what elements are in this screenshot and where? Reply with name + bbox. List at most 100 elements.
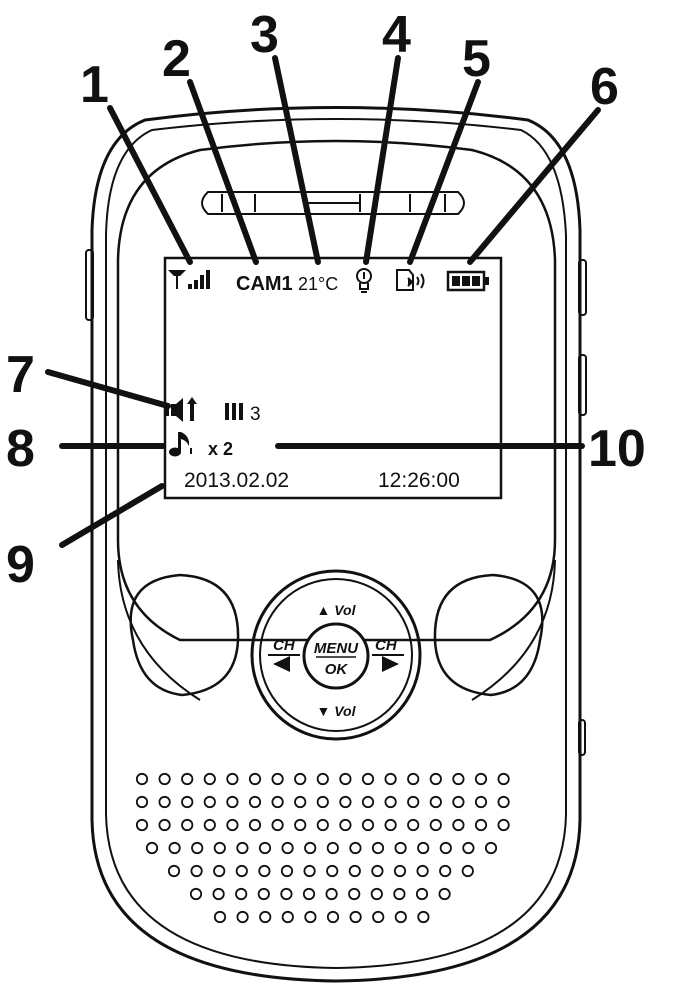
grille-hole — [303, 864, 316, 878]
camera-label: CAM1 — [236, 273, 293, 295]
grille-hole — [407, 772, 420, 786]
face-outline — [116, 139, 557, 642]
grille-hole — [393, 887, 406, 901]
grille-hole — [452, 818, 465, 832]
grille-hole — [497, 818, 510, 832]
nightlight-bulb-icon — [356, 268, 372, 293]
grille-hole — [370, 887, 383, 901]
grille-hole — [226, 818, 239, 832]
vol-up-button[interactable]: ▲ Vol — [316, 602, 356, 618]
grille-hole — [271, 795, 284, 809]
side-grille-left — [129, 573, 240, 697]
grille-hole — [203, 795, 216, 809]
svg-text:OK: OK — [325, 661, 349, 678]
grille-hole — [384, 772, 397, 786]
grille-hole — [497, 772, 510, 786]
grille-hole — [326, 841, 339, 855]
leader-4 — [363, 55, 401, 265]
navigation-pad — [250, 569, 422, 741]
grille-hole — [429, 772, 442, 786]
grille-hole — [135, 818, 149, 832]
grille-hole — [372, 910, 385, 924]
body-outer-outline — [90, 106, 582, 983]
grille-hole — [462, 841, 475, 855]
grille-hole — [407, 795, 420, 809]
grille-hole — [394, 841, 407, 855]
channel-right-button[interactable]: CH — [375, 637, 399, 672]
grille-hole — [281, 910, 294, 924]
battery-icon — [446, 270, 489, 292]
temperature-reading: 21°C — [298, 274, 338, 294]
grille-hole — [135, 795, 149, 809]
callout-number-4: 4 — [382, 6, 411, 64]
callout-number-5: 5 — [462, 30, 491, 88]
grille-hole — [189, 887, 203, 901]
time-readout: 12:26:00 — [378, 469, 460, 492]
svg-text:▲ Vol: ▲ Vol — [316, 602, 356, 618]
grille-hole — [280, 887, 293, 901]
grille-hole — [271, 818, 284, 832]
leader-3 — [272, 55, 321, 265]
grille-hole — [474, 772, 488, 786]
grille-hole — [452, 772, 465, 786]
grille-hole — [181, 795, 194, 809]
device-body — [85, 106, 587, 983]
channel-left-button[interactable]: CH — [273, 637, 296, 672]
grille-hole — [226, 795, 239, 809]
grille-hole — [325, 887, 338, 901]
grille-hole — [259, 910, 272, 924]
grille-hole — [429, 818, 442, 832]
date-readout: 2013.02.02 — [184, 469, 289, 492]
grille-hole — [394, 910, 407, 924]
grille-hole — [203, 772, 216, 786]
grille-hole — [316, 772, 329, 786]
grille-hole — [326, 864, 339, 878]
grille-hole — [294, 818, 307, 832]
grille-hole — [452, 795, 465, 809]
arrow-left-icon — [273, 656, 290, 672]
svg-text:MENU: MENU — [314, 640, 359, 657]
leader-2 — [187, 79, 259, 265]
grille-hole — [371, 864, 384, 878]
grille-hole — [384, 795, 397, 809]
grille-hole — [213, 841, 226, 855]
grille-hole — [226, 772, 239, 786]
grille-hole — [294, 772, 307, 786]
callout-number-1: 1 — [80, 56, 109, 114]
grille-hole — [191, 841, 204, 855]
grille-hole — [393, 864, 407, 878]
grille-hole — [439, 841, 452, 855]
grille-hole — [248, 818, 262, 832]
grille-hole — [474, 795, 488, 809]
grille-hole — [281, 841, 294, 855]
grille-hole — [236, 841, 249, 855]
grille-hole — [236, 910, 249, 924]
menu-ok-button[interactable]: MENU OK — [302, 622, 370, 690]
grille-hole — [302, 887, 316, 901]
grille-hole — [168, 841, 181, 855]
grille-hole — [417, 841, 430, 855]
grille-hole — [339, 795, 352, 809]
callout-number-10: 10 — [588, 420, 646, 478]
callout-number-2: 2 — [162, 30, 191, 88]
lullaby-repeat-count: x 2 — [208, 439, 233, 459]
grille-hole — [316, 795, 329, 809]
grille-hole — [417, 910, 430, 924]
grille-hole — [384, 818, 397, 832]
arrow-right-icon — [382, 656, 399, 672]
side-grille-right — [433, 573, 544, 697]
grille-hole — [316, 818, 329, 832]
grille-hole — [213, 910, 227, 924]
leader-9 — [59, 483, 165, 548]
svg-text:CH: CH — [273, 637, 296, 654]
svg-text:CH: CH — [375, 637, 398, 654]
side-button-left — [85, 249, 94, 321]
grille-hole — [474, 818, 488, 832]
music-note-icon — [169, 432, 192, 457]
body-inner-outline — [105, 118, 567, 970]
vol-down-button[interactable]: ▼ Vol — [316, 703, 356, 719]
talk-back-icon — [396, 269, 425, 291]
grille-hole — [304, 841, 317, 855]
speaker-volume-icon — [166, 397, 197, 422]
